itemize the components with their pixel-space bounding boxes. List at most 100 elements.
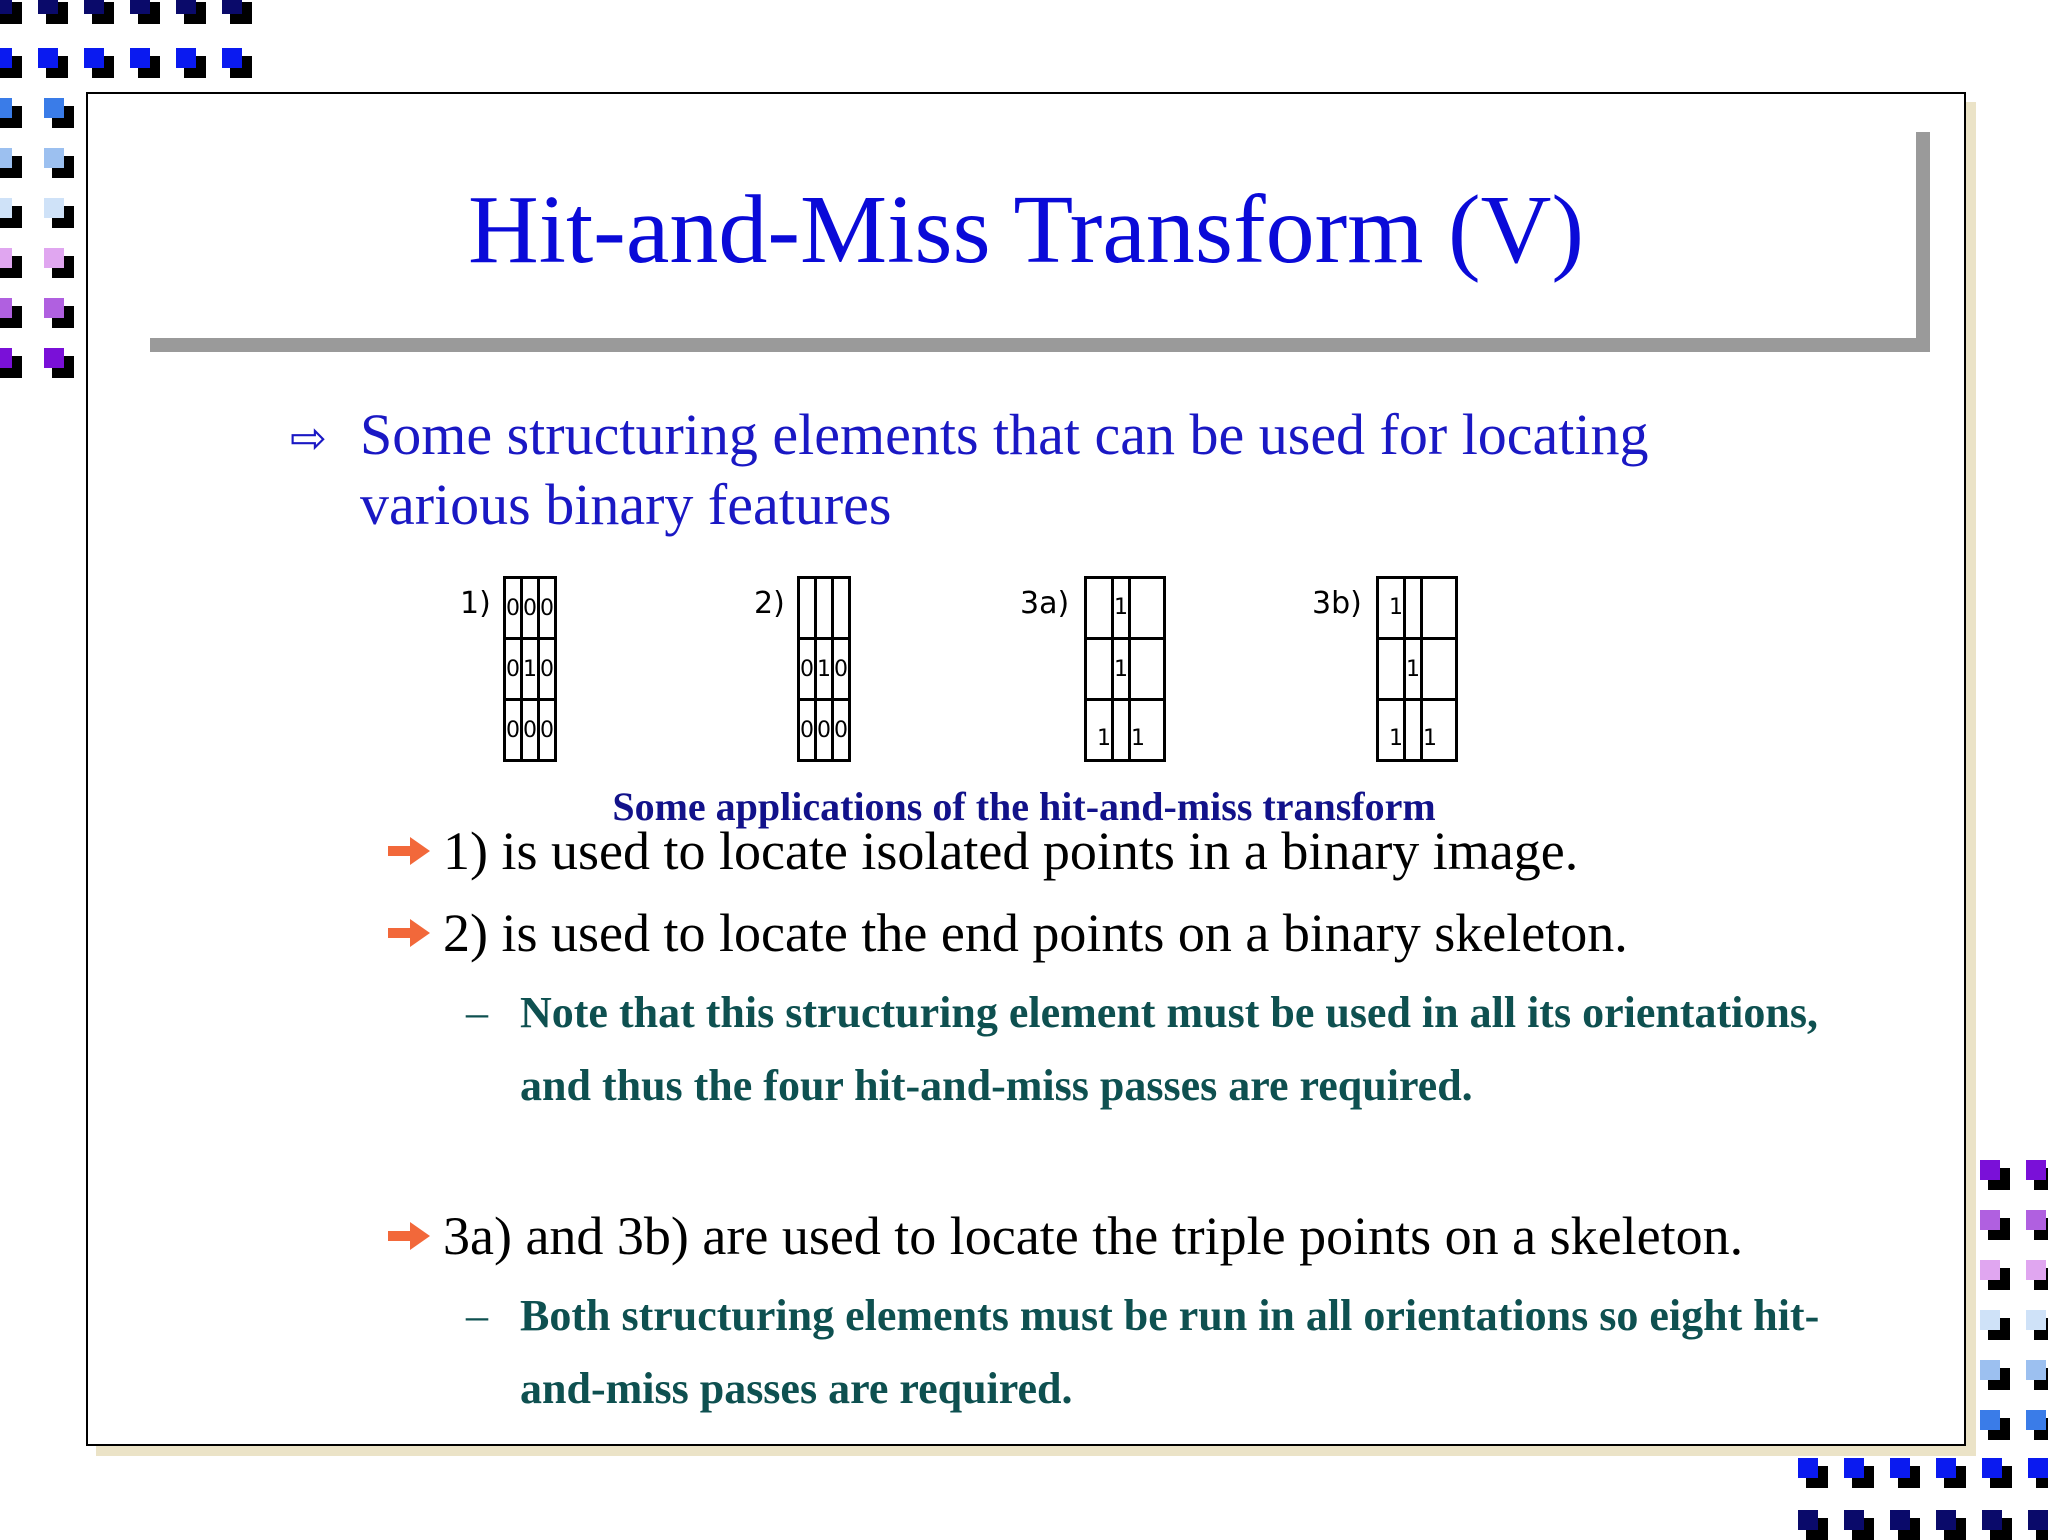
decorative-square	[0, 348, 22, 378]
bullet-point-3: 3a) and 3b) are used to locate the tripl…	[386, 1205, 1743, 1267]
grid-cell	[814, 576, 834, 640]
decorative-square	[1980, 1210, 2010, 1240]
orange-arrow-icon	[388, 919, 430, 947]
decorative-square	[1980, 1260, 2010, 1290]
grid-cell	[1111, 698, 1131, 762]
bullet-text: 1) is used to locate isolated points in …	[443, 821, 1579, 881]
grid-cell: 0	[797, 698, 817, 762]
decorative-square	[130, 48, 160, 78]
slide-title: Hit-and-Miss Transform (V)	[467, 176, 1585, 284]
decorative-square	[1798, 1458, 1828, 1488]
grid-cell	[1376, 637, 1406, 701]
decorative-square	[0, 0, 22, 24]
decorative-square	[44, 98, 74, 128]
decorative-square	[1936, 1458, 1966, 1488]
decorative-square	[222, 0, 252, 24]
bullet-point-1: 1) is used to locate isolated points in …	[386, 820, 1578, 882]
decorative-square	[2026, 1210, 2048, 1240]
decorative-square	[1980, 1310, 2010, 1340]
grid-cell	[1084, 637, 1114, 701]
decorative-square	[0, 148, 22, 178]
decorative-square	[1980, 1160, 2010, 1190]
grid-cell: 0	[537, 637, 557, 701]
decorative-square	[1844, 1510, 1874, 1540]
decorative-square	[2026, 1410, 2048, 1440]
grid-cell	[1084, 576, 1114, 640]
title-box	[136, 118, 1916, 338]
grid-cell	[797, 576, 817, 640]
decorative-square	[176, 48, 206, 78]
grid-cell: 1	[1376, 698, 1406, 762]
decorative-square	[0, 98, 22, 128]
sub-point-1: – Note that this structuring element mus…	[466, 976, 1866, 1122]
outline-right-arrow-icon: ⇨	[290, 414, 327, 463]
dash-marker: –	[466, 1291, 488, 1340]
decorative-square	[0, 248, 22, 278]
decorative-square	[44, 348, 74, 378]
decorative-square	[1980, 1410, 2010, 1440]
decorative-square	[84, 48, 114, 78]
decorative-square	[176, 0, 206, 24]
intro-text: Some structuring elements that can be us…	[360, 402, 1649, 537]
decorative-square	[222, 48, 252, 78]
decorative-square	[38, 0, 68, 24]
decorative-square	[44, 198, 74, 228]
decorative-square	[44, 298, 74, 328]
decorative-square	[1936, 1510, 1966, 1540]
grid-cell	[831, 576, 851, 640]
decorative-square	[1980, 1360, 2010, 1390]
grid-cell: 1	[1128, 698, 1166, 762]
decorative-square	[0, 48, 22, 78]
grid-cell: 0	[814, 698, 834, 762]
decorative-square	[1798, 1510, 1828, 1540]
decorative-square	[1890, 1458, 1920, 1488]
grid-cell	[1403, 576, 1423, 640]
decorative-square	[1844, 1458, 1874, 1488]
grid-cell	[1420, 576, 1458, 640]
decorative-square	[0, 298, 22, 328]
decorative-square	[2026, 1160, 2048, 1190]
decorative-square	[0, 198, 22, 228]
sub-point-2: – Both structuring elements must be run …	[466, 1279, 1866, 1425]
grid-cell: 1	[1420, 698, 1458, 762]
bullet-text: 3a) and 3b) are used to locate the tripl…	[443, 1206, 1744, 1266]
orange-arrow-icon	[388, 837, 430, 865]
grid-cell: 0	[537, 576, 557, 640]
orange-arrow-icon	[388, 1222, 430, 1250]
se-label: 3b)	[1312, 586, 1362, 621]
decorative-square	[2028, 1510, 2048, 1540]
decorative-square	[2026, 1360, 2048, 1390]
decorative-square	[2028, 1458, 2048, 1488]
decorative-square	[1890, 1510, 1920, 1540]
sub-point-text: Note that this structuring element must …	[520, 988, 1818, 1110]
decorative-square	[1982, 1510, 2012, 1540]
intro-point: ⇨ Some structuring elements that can be …	[290, 400, 1810, 540]
decorative-square	[84, 0, 114, 24]
se-label: 3a)	[1020, 586, 1070, 621]
decorative-square	[44, 248, 74, 278]
grid-cell: 0	[831, 698, 851, 762]
grid-cell: 0	[520, 576, 540, 640]
bullet-point-2: 2) is used to locate the end points on a…	[386, 902, 1628, 964]
grid-cell: 0	[537, 698, 557, 762]
decorative-square	[44, 148, 74, 178]
grid-cell: 0	[503, 576, 523, 640]
se-label: 1)	[460, 586, 491, 621]
decorative-square	[2026, 1260, 2048, 1290]
dash-marker: –	[466, 988, 488, 1037]
grid-cell: 1	[1084, 698, 1114, 762]
sub-point-text: Both structuring elements must be run in…	[520, 1291, 1820, 1413]
decorative-square	[130, 0, 160, 24]
grid-cell	[1403, 698, 1423, 762]
grid-cell	[1128, 637, 1166, 701]
grid-cell: 0	[797, 637, 817, 701]
bullet-text: 2) is used to locate the end points on a…	[443, 903, 1628, 963]
decorative-square	[1982, 1458, 2012, 1488]
grid-cell: 1	[1403, 637, 1423, 701]
grid-cell: 0	[831, 637, 851, 701]
grid-cell: 0	[503, 637, 523, 701]
